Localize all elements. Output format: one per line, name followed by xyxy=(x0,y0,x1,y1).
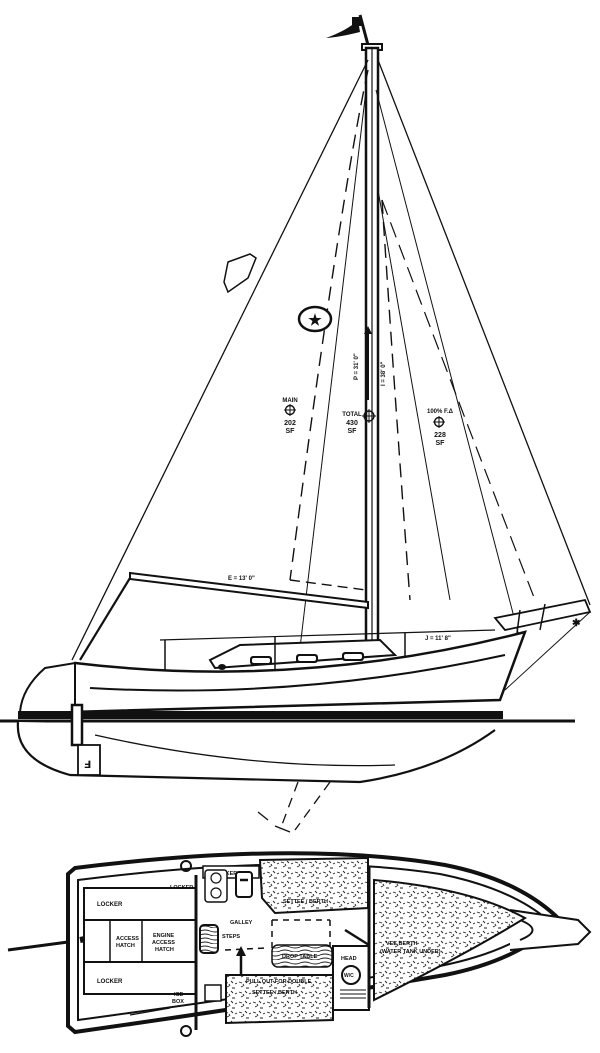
total-area: 430 xyxy=(346,420,358,427)
star-emblem-icon: ★ xyxy=(297,305,333,333)
wc-label: W/C xyxy=(344,973,354,979)
total-label: TOTAL xyxy=(342,412,362,418)
settee-berth-top-label: SETTEE / BERTH xyxy=(283,899,328,905)
vee-berth-label: VEE BERTH xyxy=(386,941,418,947)
steps-label: STEPS xyxy=(222,934,240,940)
propeller-icon: ⅎ xyxy=(84,755,91,771)
jib-area: 228 xyxy=(434,432,446,439)
main-label: MAIN xyxy=(282,398,297,404)
galley-label: GALLEY xyxy=(230,920,253,926)
i-dimension: I = 38' 0" xyxy=(381,361,387,386)
total-unit: SF xyxy=(348,428,358,435)
sail-plan: ★ MAIN 202 SF TOTAL 430 SF 100% F.Δ 228 … xyxy=(71,14,592,691)
drop-table-label: DROP TABLE xyxy=(282,954,318,960)
locker-aft-stbd-label: LOCKER xyxy=(97,979,123,985)
locker-side-label: LOCKER xyxy=(170,885,193,891)
pull-out-label: PULL OUT FOR DOUBLE xyxy=(246,979,312,985)
p-dimension: P = 31' 0" xyxy=(354,353,360,380)
e-dimension: E = 13' 0" xyxy=(228,576,255,582)
bow-star-icon: ✱ xyxy=(572,618,581,629)
main-ce-marker: MAIN 202 SF xyxy=(282,398,297,435)
total-ce-marker: TOTAL 430 SF xyxy=(342,409,376,435)
water-tank-label: (WATER TANK UNDER) xyxy=(380,949,441,955)
locker-aft-port-label: LOCKER xyxy=(97,902,123,908)
settee-berth-bottom-label: SETTEE / BERTH xyxy=(252,990,297,996)
jib-ce-marker: 100% F.Δ 228 SF xyxy=(427,409,454,447)
jib-unit: SF xyxy=(436,440,446,447)
svg-text:★: ★ xyxy=(308,312,322,329)
wind-flag-icon xyxy=(223,253,257,294)
main-area: 202 xyxy=(284,420,296,427)
masthead-flag-icon xyxy=(326,14,383,51)
head-label: HEAD xyxy=(341,956,357,962)
main-unit: SF xyxy=(286,428,296,435)
boom xyxy=(129,571,369,610)
hull-profile: ⅎ xyxy=(0,629,575,833)
jib-label: 100% F.Δ xyxy=(427,409,454,415)
j-dimension: J = 11' 8" xyxy=(425,636,451,642)
